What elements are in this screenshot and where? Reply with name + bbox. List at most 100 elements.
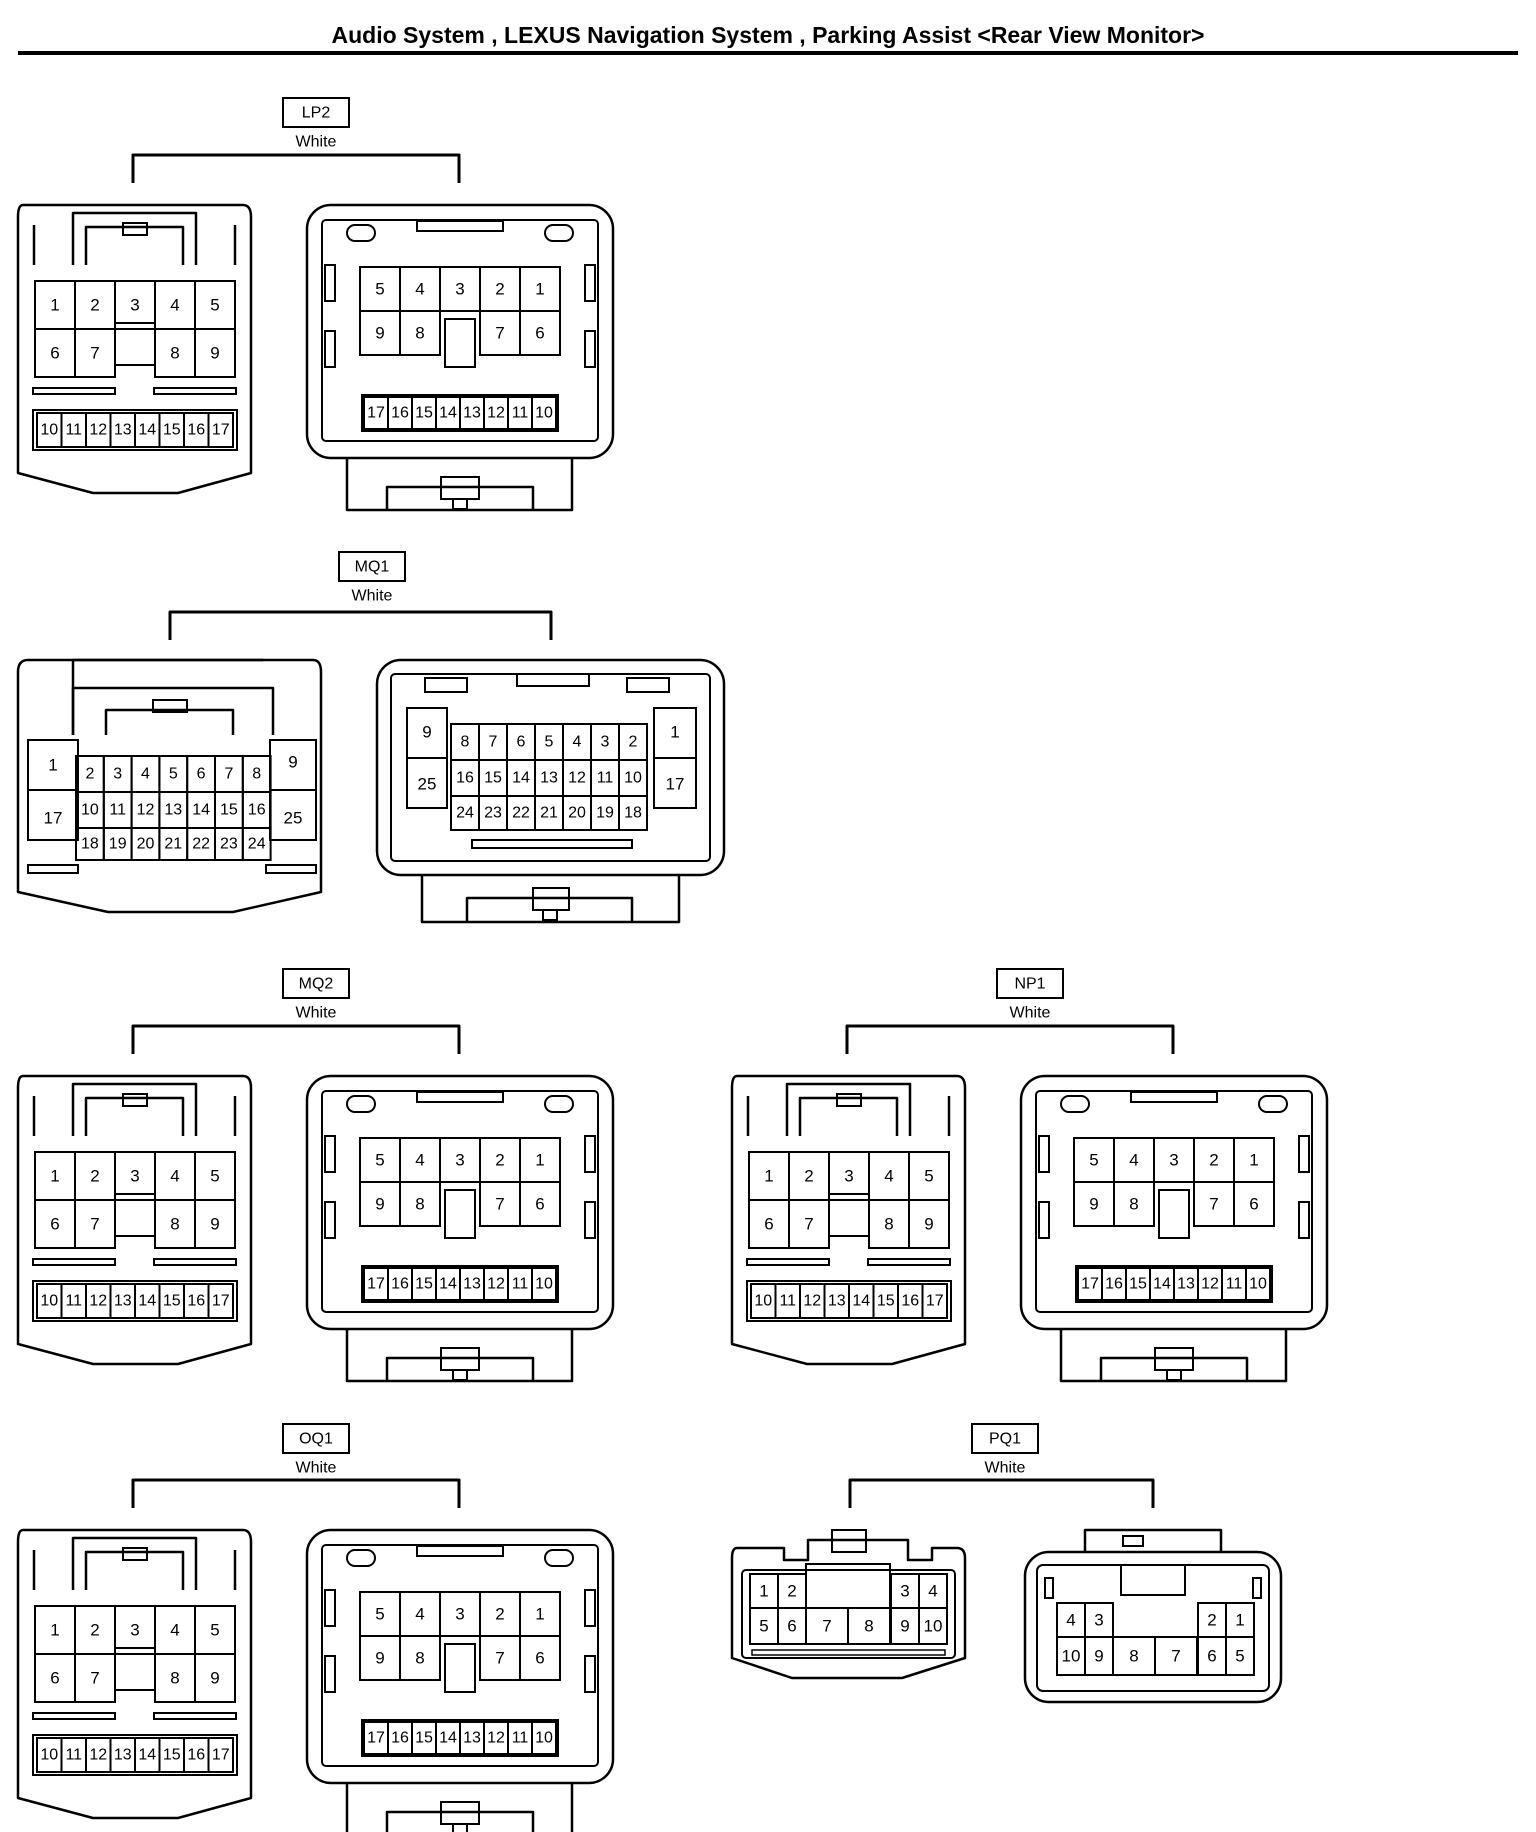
pin-number: 7 (90, 1215, 99, 1234)
lower-block (32, 409, 238, 451)
pin-cell (1113, 1181, 1155, 1227)
housing (16, 658, 323, 914)
lower-block (32, 1734, 238, 1776)
side-slot (584, 264, 596, 302)
pin-number: 9 (375, 1195, 384, 1214)
pin-number: 13 (114, 1747, 132, 1764)
pin-number: 16 (187, 1747, 205, 1764)
pin-number: 3 (113, 766, 122, 783)
lock-slot (114, 322, 156, 366)
pin-number: 1 (535, 280, 544, 299)
pin-number: 9 (288, 753, 297, 772)
pin-number: 8 (864, 1617, 873, 1636)
housing (305, 203, 615, 460)
pin-number: 1 (48, 756, 57, 775)
pin-number: 14 (439, 1276, 457, 1293)
lock-slot (114, 1647, 156, 1691)
pin-cell (241, 827, 272, 861)
pin-number: 7 (489, 734, 498, 751)
pin-number: 6 (50, 1669, 59, 1688)
pin-number: 3 (601, 734, 610, 751)
pin-number: 21 (164, 836, 182, 853)
side-slot (584, 1655, 596, 1693)
pin-number: 3 (455, 1151, 464, 1170)
pin-number: 2 (90, 1167, 99, 1186)
pin-number: 17 (367, 1730, 385, 1747)
pin-number: 5 (375, 1151, 384, 1170)
lower-block (746, 1280, 952, 1322)
pin-number: 7 (804, 1215, 813, 1234)
bracket (845, 1024, 1175, 1054)
divider-bar (867, 1258, 951, 1266)
pin-number: 25 (418, 775, 437, 794)
pin-number: 13 (114, 1293, 132, 1310)
latch-arm (385, 1356, 535, 1381)
pin-number: 11 (512, 1730, 529, 1747)
pin-cell (194, 1653, 236, 1703)
side-slot (1298, 1135, 1310, 1173)
pin-number: 11 (597, 770, 614, 787)
pin-number: 13 (463, 405, 481, 422)
pin-number: 4 (141, 766, 150, 783)
pin-number: 14 (1153, 1276, 1171, 1293)
pin-number: 4 (1129, 1151, 1138, 1170)
latch-arm (465, 896, 634, 922)
pin-number: 4 (170, 1621, 179, 1640)
inner-frame (741, 1569, 956, 1659)
pin-number: 5 (1235, 1647, 1244, 1666)
divider-bar (32, 1258, 116, 1266)
lock-slot (444, 318, 476, 368)
side-slot (1038, 1201, 1050, 1239)
latch-inner (84, 1550, 185, 1590)
pin-number: 10 (40, 422, 58, 439)
latch-tab (122, 1093, 148, 1107)
latch-arm (1099, 1356, 1249, 1381)
pin-number: 12 (89, 1293, 107, 1310)
housing (305, 1074, 615, 1331)
lock-slot (444, 1643, 476, 1693)
divider-bar (32, 1712, 116, 1720)
pin-number: 4 (928, 1582, 937, 1601)
connector-color: White (352, 588, 393, 605)
connector-color: White (296, 1005, 337, 1022)
connector-code: PQ1 (989, 1431, 1021, 1448)
latch-tab (836, 1093, 862, 1107)
pin-number: 7 (1171, 1647, 1180, 1666)
pin-number: 16 (187, 1293, 205, 1310)
pin-number: 5 (924, 1167, 933, 1186)
pin-number: 6 (50, 1215, 59, 1234)
pin-number: 16 (187, 422, 205, 439)
pin-number: 3 (130, 1167, 139, 1186)
pin-cell (519, 310, 561, 356)
pin-number: 25 (284, 809, 303, 828)
latch-housing (345, 458, 574, 512)
pin-number: 14 (439, 405, 457, 422)
lock-slot (444, 1189, 476, 1239)
pin-number: 1 (50, 1621, 59, 1640)
pin-number: 11 (779, 1293, 796, 1310)
pin-number: 2 (1209, 1151, 1218, 1170)
divider-bar (471, 839, 633, 849)
bracket (848, 1478, 1155, 1508)
pin-number: 1 (50, 1167, 59, 1186)
connector-code: NP1 (1014, 976, 1045, 993)
pin-number: 2 (90, 1621, 99, 1640)
pin-number: 12 (89, 1747, 107, 1764)
pin-cell (194, 1199, 236, 1249)
pin-number: 11 (512, 1276, 529, 1293)
pin-cell (531, 1267, 557, 1301)
pin-number: 2 (85, 766, 94, 783)
pin-number: 12 (487, 1276, 505, 1293)
pin-cell (653, 707, 697, 759)
pin-number: 5 (759, 1617, 768, 1636)
bracket (168, 610, 553, 640)
housing (1023, 1550, 1283, 1704)
pin-number: 10 (1249, 1276, 1267, 1293)
side-slot (584, 1201, 596, 1239)
pin-number: 13 (114, 422, 132, 439)
pin-cell (1233, 1181, 1275, 1227)
pin-number: 17 (666, 775, 685, 794)
latch-housing (345, 1783, 574, 1832)
connector-code: MQ1 (355, 559, 390, 576)
